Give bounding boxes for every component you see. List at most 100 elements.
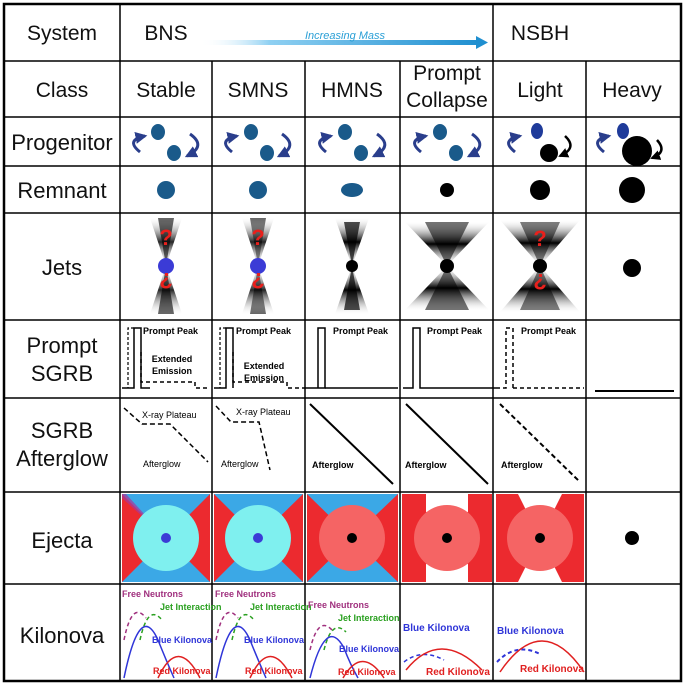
question-icon: ? — [159, 268, 172, 293]
class-heavy: Heavy — [602, 79, 662, 102]
row-label-ejecta: Ejecta — [31, 528, 93, 553]
progenitor-heavy — [596, 123, 663, 166]
blue-kilonova-label: Blue Kilonova — [403, 623, 470, 634]
row-label-afterglow-2: Afterglow — [16, 446, 108, 471]
prompt-sgrb-hmns: Prompt Peak — [303, 326, 398, 389]
progenitor-hmns — [318, 124, 387, 161]
red-kilonova-label: Red Kilonova — [153, 666, 212, 676]
red-kilonova-label: Red Kilonova — [520, 664, 584, 675]
free-neutrons-label: Free Neutrons — [308, 600, 369, 610]
jet-interaction-label: Jet Interaction — [338, 613, 400, 623]
xray-plateau-label: X-ray Plateau — [236, 407, 291, 417]
emission-label: Emission — [244, 373, 284, 383]
ejecta-smns — [214, 494, 303, 582]
afterglow-label: Afterglow — [143, 459, 181, 469]
class-prompt-collapse-2: Collapse — [406, 89, 488, 112]
ejecta-heavy — [625, 531, 639, 545]
kilonova-smns: Free Neutrons Jet Interaction Blue Kilon… — [215, 589, 312, 679]
extended-label: Extended — [244, 361, 285, 371]
system-label: System — [27, 22, 97, 45]
prompt-sgrb-light: Prompt Peak — [496, 326, 584, 389]
afterglow-label: Afterglow — [312, 460, 354, 470]
blue-kilonova-label: Blue Kilonova — [339, 644, 400, 654]
afterglow-hmns: Afterglow — [309, 403, 394, 485]
row-label-afterglow-1: SGRB — [31, 418, 93, 443]
prompt-sgrb-smns: Prompt Peak Extended Emission — [214, 326, 303, 389]
row-label-prompt-sgrb-1: Prompt — [27, 333, 98, 358]
question-icon: ? — [251, 268, 264, 293]
row-label-prompt-sgrb-2: SGRB — [31, 361, 93, 386]
jet-interaction-label: Jet Interaction — [250, 602, 312, 612]
jets-prompt-collapse — [405, 222, 489, 310]
kilonova-hmns: Free Neutrons Jet Interaction Blue Kilon… — [308, 600, 400, 679]
class-prompt-collapse-1: Prompt — [413, 62, 481, 85]
prompt-sgrb-stable: Prompt Peak Extended Emission — [122, 326, 210, 389]
class-stable: Stable — [136, 79, 196, 102]
ejecta-light — [496, 494, 584, 582]
blue-kilonova-label: Blue Kilonova — [152, 635, 213, 645]
question-icon: ? — [251, 225, 264, 250]
blue-kilonova-label: Blue Kilonova — [497, 626, 564, 637]
afterglow-label: Afterglow — [501, 460, 543, 470]
afterglow-label: Afterglow — [221, 459, 259, 469]
progenitor-prompt-collapse — [413, 124, 482, 161]
afterglow-prompt-collapse: Afterglow — [405, 403, 489, 485]
free-neutrons-label: Free Neutrons — [122, 589, 183, 599]
red-kilonova-label: Red Kilonova — [426, 667, 490, 678]
ejecta-hmns — [307, 494, 398, 582]
row-label-jets: Jets — [42, 255, 82, 280]
progenitor-stable — [132, 124, 200, 161]
class-hmns: HMNS — [321, 79, 383, 102]
ejecta-stable — [122, 494, 210, 582]
question-icon: ? — [533, 269, 546, 294]
prompt-peak-label: Prompt Peak — [427, 326, 483, 336]
row-label-remnant: Remnant — [17, 178, 106, 203]
progenitor-light — [507, 123, 572, 162]
afterglow-label: Afterglow — [405, 460, 447, 470]
jets-light: ? ? — [500, 220, 580, 312]
afterglow-light: Afterglow — [499, 403, 581, 483]
nsbh-label: NSBH — [511, 22, 569, 45]
ejecta-prompt-collapse — [402, 494, 492, 582]
increasing-mass-label: Increasing Mass — [305, 30, 386, 42]
kilonova-light: Blue Kilonova Red Kilonova — [496, 626, 585, 675]
emission-label: Emission — [152, 366, 192, 376]
prompt-sgrb-prompt-collapse: Prompt Peak — [403, 326, 496, 389]
remnant-hmns — [341, 183, 363, 197]
extended-label: Extended — [152, 354, 193, 364]
remnant-light — [530, 180, 550, 200]
row-label-progenitor: Progenitor — [11, 130, 113, 155]
remnant-heavy — [619, 177, 645, 203]
kilonova-stable: Free Neutrons Jet Interaction Blue Kilon… — [122, 589, 222, 679]
jets-smns: ? ? — [242, 218, 274, 314]
remnant-prompt-collapse — [440, 183, 454, 197]
question-icon: ? — [159, 225, 172, 250]
bns-label: BNS — [144, 22, 187, 45]
row-label-kilonova: Kilonova — [20, 623, 105, 648]
class-light: Light — [517, 79, 563, 102]
increasing-mass-arrow — [200, 36, 488, 49]
jets-hmns — [335, 218, 369, 314]
prompt-peak-label: Prompt Peak — [236, 326, 292, 336]
xray-plateau-label: X-ray Plateau — [142, 410, 197, 420]
blue-kilonova-label: Blue Kilonova — [244, 635, 305, 645]
row-label-class: Class — [36, 79, 89, 102]
prompt-peak-label: Prompt Peak — [333, 326, 389, 336]
prompt-peak-label: Prompt Peak — [521, 326, 577, 336]
remnant-smns — [249, 181, 267, 199]
question-icon: ? — [533, 226, 546, 251]
red-kilonova-label: Red Kilonova — [338, 667, 397, 677]
jets-heavy — [623, 259, 641, 277]
afterglow-stable: X-ray Plateau Afterglow — [123, 407, 209, 469]
afterglow-smns: X-ray Plateau Afterglow — [215, 405, 291, 471]
kilonova-prompt-collapse: Blue Kilonova Red Kilonova — [403, 623, 490, 678]
progenitor-smns — [224, 124, 292, 161]
jet-interaction-label: Jet Interaction — [160, 602, 222, 612]
red-kilonova-label: Red Kilonova — [245, 666, 304, 676]
remnant-stable — [157, 181, 175, 199]
free-neutrons-label: Free Neutrons — [215, 589, 276, 599]
prompt-peak-label: Prompt Peak — [143, 326, 199, 336]
jets-stable: ? ? — [150, 218, 182, 314]
class-smns: SMNS — [228, 79, 289, 102]
